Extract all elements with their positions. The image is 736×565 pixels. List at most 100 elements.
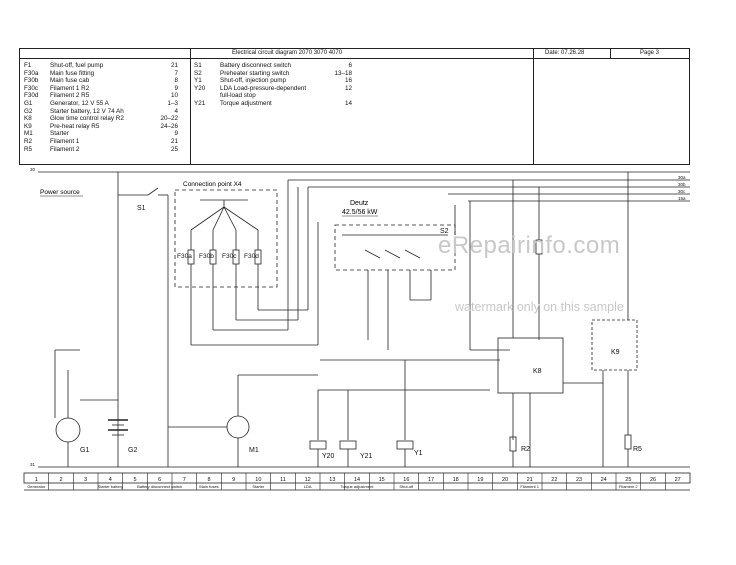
column-number: 21: [527, 477, 533, 483]
legend-desc: Glow time control relay R2: [50, 115, 124, 123]
diagram-title: Electrical circuit diagram 2070 3070 407…: [232, 50, 343, 56]
legend-ref: 20–22: [160, 115, 178, 123]
legend-code: S1: [194, 62, 202, 69]
relay-k8-box: [497, 337, 564, 394]
column-number: 13: [329, 477, 335, 483]
legend-row: K9 Pre-heat relay R5 24–26: [24, 123, 178, 131]
component-label-y20: Y20: [322, 453, 335, 460]
column-number: 23: [576, 477, 582, 483]
footer-label: Starter battery: [98, 484, 123, 489]
legend-ref: 21: [170, 62, 178, 69]
legend-code: K9: [24, 122, 32, 130]
header-title-row: [19, 48, 690, 59]
s2-contact-3: [404, 249, 421, 259]
fuse-label: F30a: [177, 253, 192, 260]
column-number: 5: [133, 477, 136, 483]
legend-ref: 1–3: [167, 99, 178, 107]
header-frame: [19, 48, 690, 165]
legend-ref: 25: [170, 145, 178, 153]
column-number: 9: [232, 477, 235, 483]
header-divider-2: [533, 48, 534, 165]
legend-ref: 9: [174, 130, 178, 138]
legend-ref: 24–26: [160, 122, 178, 130]
legend-code: S2: [194, 69, 202, 77]
diagram-date: Date: 07.26.28: [545, 50, 585, 56]
legend-desc: Filament 1 R2: [50, 84, 90, 92]
legend-row: S2 Preheater starting switch 13–18: [194, 70, 352, 78]
column-number: 24: [601, 477, 607, 483]
legend-row: F30c Filament 1 R2 9: [24, 85, 178, 93]
column-grid: [23, 472, 691, 484]
rail-label: 15a: [678, 196, 686, 201]
rail-label: 30b: [678, 182, 686, 187]
legend-ref: 21: [170, 137, 178, 145]
footer-label: Generator: [27, 484, 46, 489]
column-number: 11: [280, 477, 286, 483]
legend-ref: 9: [174, 84, 178, 92]
footer-label: Battery disconnect switch: [137, 484, 182, 489]
connection-point-label: Connection point X4: [183, 181, 242, 188]
footer-label: LDA: [304, 484, 312, 489]
column-number: 2: [59, 477, 62, 483]
filament-r5: [624, 434, 632, 450]
legend-desc: Torque adjustment: [220, 99, 272, 107]
column-number: 15: [379, 477, 385, 483]
component-label-r5: R5: [633, 446, 642, 453]
legend-code: M1: [24, 130, 33, 138]
x4-branch-a: [190, 206, 225, 231]
legend-code: G1: [24, 99, 33, 107]
rail-number: 31: [30, 462, 36, 467]
legend-desc: Main fuse fitting: [50, 69, 95, 77]
legend-row: K8 Glow time control relay R2 20–22: [24, 115, 178, 123]
legend-code: F30c: [24, 84, 38, 92]
footer-label: Filament 1: [520, 484, 539, 489]
legend-desc: Shut-off, fuel pump: [50, 62, 104, 69]
column-number: 12: [305, 477, 311, 483]
legend-ref: 4: [174, 107, 178, 115]
legend-desc: Pre-heat relay R5: [50, 122, 100, 130]
column-number: 10: [255, 477, 261, 483]
solenoid-y1: [396, 440, 414, 450]
starter-m1-symbol: [226, 415, 250, 439]
diagram-page: Page 3: [640, 50, 660, 56]
legend-code: F30a: [24, 69, 39, 77]
component-label-g1: G1: [80, 447, 89, 454]
column-number: 14: [354, 477, 360, 483]
column-number: 27: [675, 477, 681, 483]
component-label-k9: K9: [611, 349, 620, 356]
column-number: 22: [551, 477, 557, 483]
legend-desc: Main fuse cab: [50, 77, 90, 85]
legend-row: full-load stop: [194, 92, 352, 100]
engine-power: 42.5/56 kW: [342, 209, 378, 216]
legend-desc: Filament 1: [50, 137, 80, 145]
legend-ref: 16: [344, 77, 352, 85]
legend-desc: full-load stop: [220, 92, 256, 100]
component-label-m1: M1: [249, 447, 259, 454]
footer-label: Shut-off: [399, 484, 414, 489]
legend-code: F30b: [24, 77, 39, 85]
s2-contact-2: [384, 249, 401, 259]
legend-desc: Shut-off, injection pump: [220, 77, 287, 85]
legend-desc: Preheater starting switch: [220, 69, 290, 77]
footer-label: Torque adjustment: [341, 484, 375, 489]
component-label-y1: Y1: [414, 450, 423, 457]
fuse-label: F30d: [244, 253, 259, 260]
legend-desc: Battery disconnect switch: [220, 62, 292, 69]
component-label-k8: K8: [533, 368, 542, 375]
x4-branch-d: [223, 206, 259, 231]
component-label-g2: G2: [128, 447, 137, 454]
legend-code: K8: [24, 115, 32, 123]
legend-ref: 10: [170, 92, 178, 100]
column-number: 25: [625, 477, 631, 483]
legend-ref: 13–18: [334, 69, 352, 77]
legend-code: Y21: [194, 99, 206, 107]
